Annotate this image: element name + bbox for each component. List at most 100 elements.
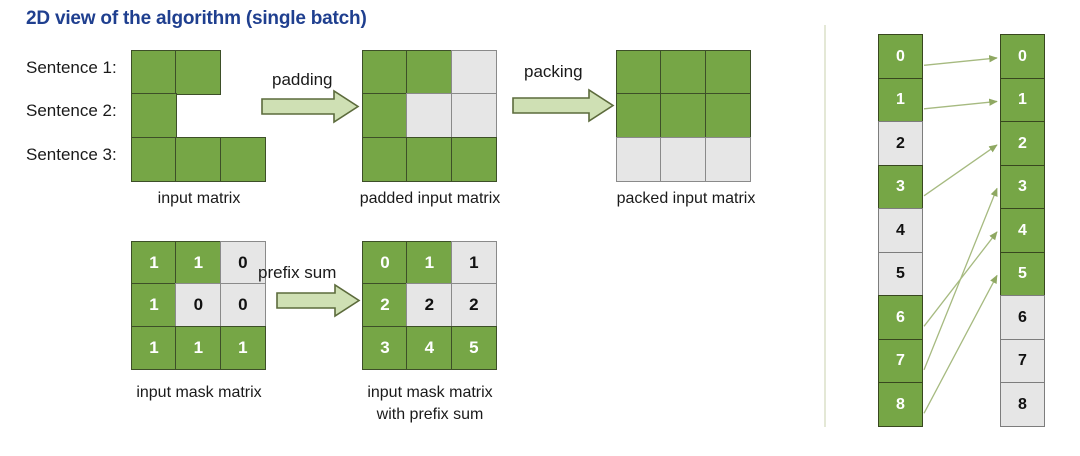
matrix-cell-packed-2-2 [704,136,751,182]
target-cell-6: 6 [1000,295,1045,341]
row-label-sentence-2: Sentence 2: [26,101,117,120]
matrix-cell-input-0-0 [131,50,177,95]
matrix-cell-padded-0-2 [450,50,497,95]
arrow-label-packing: packing [524,62,583,81]
matrix-cell-input-1-2 [220,93,266,138]
row-label-sentence-3: Sentence 3: [26,145,117,164]
mapping-arrow-0-to-0 [923,55,998,66]
matrix-input [131,50,266,182]
target-cell-2: 2 [1000,121,1045,167]
matrix-cell-padded-0-1 [406,50,453,95]
block-arrow-prefix-sum [276,283,361,318]
matrix-row [362,50,497,95]
matrix-cell-input-1-0 [131,93,177,139]
matrix-cell-padded-2-0 [362,136,408,182]
matrix-row [131,93,266,139]
matrix-cell-mask-1-1: 0 [175,283,222,328]
matrix-cell-packed-1-2 [704,93,751,139]
matrix-cell-prefix-0-2: 1 [450,241,497,285]
matrix-cell-input-1-1 [175,93,221,138]
target-cell-8: 8 [1000,382,1045,428]
mapping-arrow-7-to-3 [923,187,998,371]
matrix-cell-prefix-2-1: 4 [406,325,453,370]
matrix-padded [362,50,497,182]
caption-input-matrix: input matrix [157,190,241,207]
source-cell-8: 8 [878,382,923,428]
source-cell-3: 3 [878,164,923,210]
mapping-arrow-3-to-2 [923,144,998,197]
matrix-cell-packed-2-1 [660,136,707,182]
matrix-cell-input-2-2 [219,136,266,182]
matrix-cell-padded-0-0 [362,50,408,95]
row-label-sentence-1: Sentence 1: [26,58,117,77]
page-title: 2D view of the algorithm (single batch) [26,8,367,29]
caption-packed-matrix: packed input matrix [616,190,756,207]
matrix-cell-prefix-0-0: 0 [362,241,408,285]
target-cell-1: 1 [1000,77,1045,123]
matrix-cell-packed-1-1 [660,93,707,139]
matrix-cell-padded-1-2 [450,93,497,139]
matrix-cell-mask-2-2: 1 [219,325,266,370]
matrix-cell-packed-0-2 [704,50,751,95]
caption-prefix-line2: with prefix sum [376,406,484,423]
mapping-arrow-1-to-1 [923,98,998,110]
source-cell-4: 4 [878,208,923,254]
target-cell-7: 7 [1000,338,1045,384]
target-cell-5: 5 [1000,251,1045,297]
matrix-cell-padded-1-1 [406,93,453,139]
mapping-arrow-6-to-4 [923,231,998,327]
matrix-cell-padded-1-0 [362,93,408,139]
matrix-cell-mask-1-0: 1 [131,283,177,328]
matrix-cell-mask-2-0: 1 [131,325,177,370]
source-cell-5: 5 [878,251,923,297]
arrow-label-prefix-sum: prefix sum [258,263,337,282]
block-arrow-packing [512,88,615,123]
target-cell-0: 0 [1000,34,1045,80]
matrix-cell-padded-2-1 [406,136,453,182]
matrix-cell-mask-0-0: 1 [131,241,177,285]
arrow-label-padding: padding [272,70,333,89]
panel-divider [824,25,826,427]
source-cell-1: 1 [878,77,923,123]
matrix-packed [616,50,751,182]
target-cell-4: 4 [1000,208,1045,254]
matrix-row [131,50,266,95]
matrix-cell-mask-0-1: 1 [175,241,222,285]
source-cell-0: 0 [878,34,923,80]
matrix-cell-packed-2-0 [616,136,662,182]
mapping-arrow-8-to-5 [923,274,998,414]
block-arrow-padding [261,89,360,124]
mapping-arrows [923,55,998,414]
matrix-cell-input-2-0 [131,136,177,182]
target-cell-3: 3 [1000,164,1045,210]
matrix-cell-padded-2-2 [450,136,497,182]
caption-prefix-line1: input mask matrix [367,384,493,401]
matrix-row [362,136,497,182]
matrix-row [616,50,751,95]
matrix-cell-prefix-1-0: 2 [362,283,408,328]
caption-padded-matrix: padded input matrix [359,190,501,207]
matrix-cell-prefix-1-2: 2 [450,283,497,328]
source-cell-7: 7 [878,338,923,384]
matrix-cell-input-2-1 [175,136,222,182]
matrix-cell-input-0-2 [220,50,266,95]
source-cell-6: 6 [878,295,923,341]
matrix-cell-prefix-2-0: 3 [362,325,408,370]
matrix-cell-packed-0-1 [660,50,707,95]
caption-input-mask-matrix: input mask matrix [136,384,262,401]
matrix-cell-prefix-0-1: 1 [406,241,453,285]
matrix-cell-mask-0-2: 0 [219,241,266,285]
matrix-cell-input-0-1 [175,50,222,95]
matrix-row [131,136,266,182]
matrix-row [616,93,751,139]
matrix-cell-prefix-2-2: 5 [450,325,497,370]
